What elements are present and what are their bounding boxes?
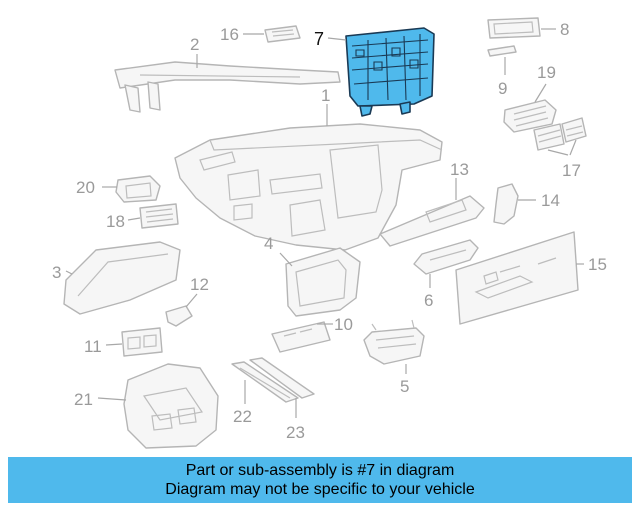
- callout-7: 7: [314, 29, 324, 49]
- part-4-glove-box-bin: 4: [264, 234, 361, 317]
- part-18-grille-vent: 18: [106, 203, 179, 231]
- caption-line-1: Part or sub-assembly is #7 in diagram: [185, 462, 455, 479]
- part-12-bracket: 12: [165, 275, 209, 327]
- part-22-trim-panel: 22: [231, 361, 299, 426]
- part-17-vents: 17: [533, 117, 587, 180]
- part-15-door-panel: 15: [455, 231, 607, 325]
- callout-1: 1: [321, 86, 330, 105]
- callout-4: 4: [264, 234, 273, 253]
- part-10-switch-panel: 10: [271, 315, 353, 353]
- part-6-bracket: 6: [413, 239, 479, 310]
- part-11-switch: 11: [84, 327, 163, 357]
- callout-10: 10: [334, 315, 353, 334]
- part-19-vent: 19: [503, 63, 557, 133]
- part-9-trim-strip: 9: [487, 45, 517, 98]
- part-13-glove-box-door: 13: [379, 160, 485, 247]
- callout-9: 9: [498, 79, 507, 98]
- caption-banner: Part or sub-assembly is #7 in diagram Di…: [8, 457, 632, 503]
- part-7-highlighted-module: 7: [314, 27, 435, 117]
- callout-13: 13: [450, 160, 469, 179]
- callout-19: 19: [537, 63, 556, 82]
- callout-21: 21: [74, 390, 93, 409]
- part-3-cover: 3: [52, 241, 181, 315]
- callout-23: 23: [286, 423, 305, 442]
- part-23-trim-panel: 23: [249, 357, 315, 442]
- part-2-support-beam: 2: [114, 35, 341, 113]
- callout-17: 17: [562, 161, 581, 180]
- callout-15: 15: [588, 255, 607, 274]
- part-16-vent: 16: [220, 25, 301, 44]
- part-8-ashtray: 8: [487, 17, 569, 39]
- callout-8: 8: [560, 20, 569, 39]
- callout-16: 16: [220, 25, 239, 44]
- part-1-instrument-panel: 1: [174, 86, 443, 251]
- part-21-console: 21: [74, 363, 219, 449]
- callout-3: 3: [52, 263, 61, 282]
- caption-line-2: Diagram may not be specific to your vehi…: [165, 481, 475, 498]
- callout-14: 14: [541, 191, 560, 210]
- callout-20: 20: [76, 178, 95, 197]
- part-20-vent-housing: 20: [76, 175, 161, 203]
- part-5-bracket-assembly: 5: [363, 319, 425, 396]
- callout-5: 5: [400, 377, 409, 396]
- callout-12: 12: [190, 275, 209, 294]
- callout-2: 2: [190, 35, 199, 54]
- callout-18: 18: [106, 212, 125, 231]
- callout-6: 6: [424, 291, 433, 310]
- callout-22: 22: [233, 407, 252, 426]
- callout-11: 11: [84, 337, 102, 356]
- part-14-bracket: 14: [493, 183, 560, 225]
